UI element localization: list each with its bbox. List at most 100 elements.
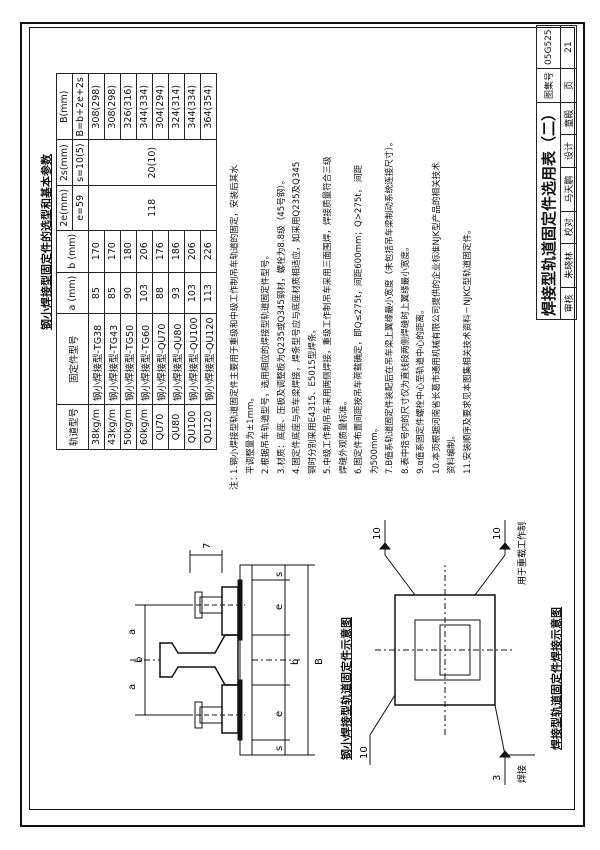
col-sub-2e: e=59	[72, 185, 89, 231]
table-row: 50kg/m 钢小焊接型-TG50 90 180 326(316)	[120, 73, 137, 450]
cell-2s-merged: 20(10)	[88, 139, 217, 186]
note-line: 7.B值系轨道固定件装配后在吊车梁上翼缘最小宽度（未包括吊车梁制动系统连接尺寸）…	[385, 137, 395, 474]
weld-size-10-right-top: 10	[372, 527, 383, 540]
weld-note-heavy-duty: 用于重载工作制	[516, 522, 528, 585]
cell-fixing: 钢小焊接型-QU80	[168, 313, 185, 405]
note-line: 6.固定件布置间距按吊车荷载确定，即Q≤275t，间距600mm；Q>275t，…	[354, 164, 364, 474]
note-line: 平调整量为±1mm。	[245, 393, 256, 474]
dim-a-right: a	[127, 629, 138, 635]
title-block: 焊接型轨道固定件选用表（二） 图集号 05G525 审核 朱晓林 校对 马天鹏 …	[536, 25, 577, 320]
dim-b-top: b	[134, 657, 145, 663]
cell-B: 324(314)	[168, 73, 185, 140]
cell-b: 226	[200, 230, 217, 273]
cell-fixing: 钢小焊接型-TG60	[136, 313, 153, 405]
cell-b: 170	[104, 230, 121, 273]
col-header-fixing: 固定件型号	[56, 313, 89, 405]
note-line: 资料编制。	[447, 431, 457, 474]
notes-lines: 1.钢小焊接型轨道固定件主要用于重级和中级工作制吊车轨道的固定，安装后其水 平调…	[228, 138, 476, 474]
table-row: 43kg/m 钢小焊接型-TG43 85 170 308(298)	[104, 73, 121, 450]
dim-s-right: s	[274, 572, 285, 577]
dim-e-right: e	[274, 604, 285, 610]
col-header-a: a (mm)	[56, 272, 89, 314]
dim-B: B	[314, 658, 325, 665]
weld-size-10-top: 10	[359, 746, 370, 759]
note-line: 5.中级工作制吊车采用两侧焊接，重级工作制吊车采用三面围焊，焊接质量符合三级	[323, 156, 333, 474]
cell-a: 113	[200, 272, 217, 314]
note-line: 9.α值系固定件螺栓中心至轨道中心的距离。	[416, 305, 426, 474]
dim-b-bottom: b	[290, 659, 301, 665]
cell-a: 85	[104, 272, 121, 314]
review-label: 审核	[560, 287, 577, 320]
cell-B: 344(334)	[184, 73, 201, 140]
cell-b: 206	[136, 230, 153, 273]
cell-B: 364(354)	[200, 73, 217, 140]
cell-b: 186	[168, 230, 185, 273]
cell-a: 90	[120, 272, 137, 314]
cell-rail: 60kg/m	[136, 404, 153, 450]
cell-rail: QU120	[200, 404, 217, 450]
col-header-B: B(mm)	[56, 73, 73, 140]
cell-b: 180	[120, 230, 137, 273]
col-header-2e: 2e(mm)	[56, 185, 73, 231]
atlas-number: 05G525	[536, 25, 561, 69]
weld-detail-diagram: 3 10 10 10 焊接 用于重载工作制	[359, 520, 535, 785]
note-line: 2.根据吊车轨道型号，选用相应的焊接型轨道固定件型号。	[261, 250, 271, 474]
cell-b: 176	[152, 230, 169, 273]
table-row: QU120 钢小焊接型-QU120 113 226 364(354)	[200, 73, 217, 450]
cell-fixing: 钢小焊接型-TG50	[120, 313, 137, 405]
atlas-label: 图集号	[536, 68, 561, 103]
note-line: 8.表中括号内的尺寸仅为直线段两侧焊缝时上翼缘最小宽度。	[400, 242, 411, 474]
reviewer-name: 朱晓林	[560, 243, 577, 288]
dim-e-left: e	[274, 711, 285, 717]
page-label: 页	[560, 68, 577, 103]
col-header-b: b (mm)	[56, 230, 89, 273]
cell-fixing: 钢小焊接型-QU100	[184, 313, 201, 405]
cell-rail: QU100	[184, 404, 201, 450]
col-sub-B: B=b+2e+2s	[72, 73, 89, 140]
weld-size-3: 3	[492, 775, 503, 781]
cell-rail: QU70	[152, 404, 169, 450]
cell-fixing: 钢小焊接型-TG38	[88, 313, 105, 405]
designer-name: 童殿	[560, 102, 577, 135]
cell-2e-merged: 118	[88, 185, 217, 231]
parameter-table: 轨道型号 固定件型号 a (mm) b (mm) 2e(mm) 2s(mm) B…	[56, 73, 217, 450]
checker-name: 马天鹏	[560, 167, 577, 212]
note-line: 为500mm。	[369, 423, 380, 474]
table-row: QU80 钢小焊接型-QU80 93 186 324(314)	[168, 73, 185, 450]
cell-rail: 50kg/m	[120, 404, 137, 450]
dim-7: 7	[202, 543, 213, 549]
cell-B: 304(294)	[152, 73, 169, 140]
table-row: 38kg/m 钢小焊接型-TG38 85 170 118 20(10) 308(…	[88, 73, 217, 450]
cell-b: 206	[184, 230, 201, 273]
cell-B: 326(316)	[120, 73, 137, 140]
cell-a: 85	[88, 272, 105, 314]
col-sub-2s: s=10(5)	[72, 139, 89, 186]
drawing-title: 焊接型轨道固定件选用表（二）	[536, 102, 561, 320]
cell-fixing: 钢小焊接型-TG43	[104, 313, 121, 405]
table-header-row: 轨道型号 固定件型号 a (mm) b (mm) 2e(mm) 2s(mm) B…	[56, 73, 89, 450]
cell-a: 103	[184, 272, 201, 314]
table-row: 60kg/m 钢小焊接型-TG60 103 206 344(334)	[136, 73, 153, 450]
cell-B: 308(298)	[88, 73, 105, 140]
weld-label: 焊接	[516, 765, 528, 783]
weld-size-10-right-bottom: 10	[492, 527, 503, 540]
col-header-2s: 2s(mm)	[56, 139, 73, 186]
table-row: QU70 钢小焊接型-QU70 88 176 304(294)	[152, 73, 169, 450]
cell-a: 103	[136, 272, 153, 314]
design-label: 设计	[560, 134, 577, 168]
rail-fixing-diagram: b b B e e s s 7 a a	[127, 543, 325, 756]
cell-a: 88	[152, 272, 169, 314]
drawing2-title: 焊接型轨道固定件焊接示意图	[550, 607, 563, 750]
cell-fixing: 钢小焊接型-QU70	[152, 313, 169, 405]
col-header-rail: 轨道型号	[56, 404, 89, 450]
drawing1-title: 钢小焊接型轨道固定件示意图	[340, 617, 353, 760]
note-line: 焊缝外观质量标准。	[338, 396, 349, 474]
note-line: 10.本页根据河南省长葛市通用机械有限公司提供的企业标准NJK型产品的相关技术	[431, 162, 442, 474]
cell-rail: QU80	[168, 404, 185, 450]
table-title: 钢小焊接型固定件的选型和基本参数	[40, 154, 53, 330]
note-line: 3.材质：底座、压板及调整板为Q235或Q345钢材，螺栓为8.8级（45号钢）…	[276, 175, 287, 474]
cell-B: 308(298)	[104, 73, 121, 140]
dim-s-left: s	[274, 746, 285, 751]
